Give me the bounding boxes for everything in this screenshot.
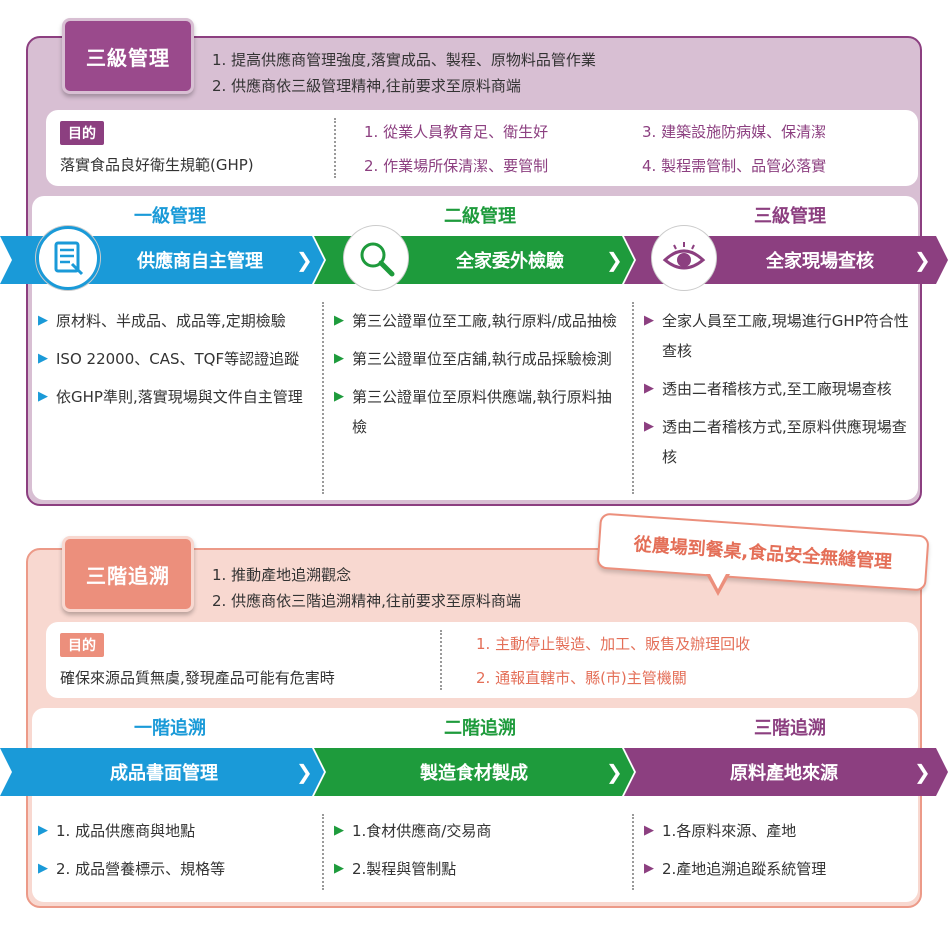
level-bullets: ▶第三公證單位至工廠,執行原料/成品抽檢 ▶第三公證單位至店舖,執行成品採驗檢測… xyxy=(334,306,624,450)
level-title: 二級管理 xyxy=(444,206,516,227)
level-bullets: ▶全家人員至工廠,現場進行GHP符合性查核 ▶透由二者稽核方式,至工廠現場查核 … xyxy=(644,306,914,480)
divider xyxy=(632,814,634,890)
list-item: ▶1.食材供應商/交易商 xyxy=(334,816,624,846)
arrow-bands xyxy=(0,748,948,796)
triangle-bullet-icon: ▶ xyxy=(334,351,344,366)
list-item: ▶全家人員至工廠,現場進行GHP符合性查核 xyxy=(644,306,914,366)
chevron-right-icon: ❯ xyxy=(296,248,313,272)
purpose-tag: 目的 xyxy=(60,633,104,657)
triangle-bullet-icon: ▶ xyxy=(644,313,654,328)
list-item: ▶原材料、半成品、成品等,定期檢驗 xyxy=(38,306,314,336)
chevron-right-icon: ❯ xyxy=(914,248,931,272)
level-title: 三階追溯 xyxy=(754,718,826,739)
triangle-bullet-icon: ▶ xyxy=(38,823,48,838)
level-title: 三級管理 xyxy=(754,206,826,227)
triangle-bullet-icon: ▶ xyxy=(644,823,654,838)
section2-intro: 1. 推動產地追溯觀念 2. 供應商依三階追溯精神,往前要求至原料商端 xyxy=(212,562,632,614)
divider xyxy=(632,302,634,494)
list-item: ▶透由二者稽核方式,至原料供應現場查核 xyxy=(644,412,914,472)
band-label: 供應商自主管理 xyxy=(137,251,263,272)
purpose-item: 3. 建築設施防病媒、保清潔 xyxy=(642,123,827,141)
document-icon xyxy=(36,226,100,290)
level-title: 一階追溯 xyxy=(134,718,206,739)
list-item: ▶第三公證單位至工廠,執行原料/成品抽檢 xyxy=(334,306,624,336)
divider xyxy=(322,814,324,890)
triangle-bullet-icon: ▶ xyxy=(334,389,344,404)
band-label: 全家現場查核 xyxy=(766,251,874,272)
list-item: ▶1. 成品供應商與地點 xyxy=(38,816,314,846)
band-label: 成品書面管理 xyxy=(110,763,218,784)
triangle-bullet-icon: ▶ xyxy=(334,823,344,838)
intro-line: 2. 供應商依三級管理精神,往前要求至原料商端 xyxy=(212,77,521,95)
purpose-tag: 目的 xyxy=(60,121,104,145)
eye-icon xyxy=(652,226,716,290)
chevron-right-icon: ❯ xyxy=(296,760,313,784)
band-green xyxy=(314,748,634,796)
triangle-bullet-icon: ▶ xyxy=(38,389,48,404)
chevron-right-icon: ❯ xyxy=(606,248,623,272)
purpose-item: 1. 從業人員教育足、衛生好 xyxy=(364,123,549,141)
level-bullets: ▶1.食材供應商/交易商 ▶2.製程與管制點 xyxy=(334,816,624,892)
intro-line: 2. 供應商依三階追溯精神,往前要求至原料商端 xyxy=(212,592,521,610)
triangle-bullet-icon: ▶ xyxy=(38,351,48,366)
triangle-bullet-icon: ▶ xyxy=(644,419,654,434)
triangle-bullet-icon: ▶ xyxy=(38,313,48,328)
level-bullets: ▶原材料、半成品、成品等,定期檢驗 ▶ISO 22000、CAS、TQF等認證追… xyxy=(38,306,314,420)
chevron-right-icon: ❯ xyxy=(914,760,931,784)
list-item: ▶透由二者稽核方式,至工廠現場查核 xyxy=(644,374,914,404)
list-item: ▶2.產地追溯追蹤系統管理 xyxy=(644,854,914,884)
section1-intro: 1. 提高供應商管理強度,落實成品、製程、原物料品管作業 2. 供應商依三級管理… xyxy=(212,47,732,99)
levels-panel xyxy=(32,708,918,902)
divider xyxy=(334,118,336,178)
triangle-bullet-icon: ▶ xyxy=(38,861,48,876)
purpose-text: 落實食品良好衛生規範(GHP) xyxy=(60,156,254,174)
level-bullets: ▶1.各原料來源、產地 ▶2.產地追溯追蹤系統管理 xyxy=(644,816,914,892)
triangle-bullet-icon: ▶ xyxy=(644,861,654,876)
list-item: ▶依GHP準則,落實現場與文件自主管理 xyxy=(38,382,314,412)
list-item: ▶第三公證單位至店舖,執行成品採驗檢測 xyxy=(334,344,624,374)
list-item: ▶1.各原料來源、產地 xyxy=(644,816,914,846)
level-title: 二階追溯 xyxy=(444,718,516,739)
level-title: 一級管理 xyxy=(134,206,206,227)
purpose-text: 確保來源品質無虞,發現產品可能有危害時 xyxy=(60,669,335,687)
purpose-item: 4. 製程需管制、品管必落實 xyxy=(642,157,827,175)
band-label: 原料產地來源 xyxy=(730,763,838,784)
intro-line: 1. 推動產地追溯觀念 xyxy=(212,566,352,584)
list-item: ▶ISO 22000、CAS、TQF等認證追蹤 xyxy=(38,344,314,374)
divider xyxy=(440,630,442,690)
purpose-box xyxy=(46,110,918,186)
list-item: ▶第三公證單位至原料供應端,執行原料抽檢 xyxy=(334,382,624,442)
intro-line: 1. 提高供應商管理強度,落實成品、製程、原物料品管作業 xyxy=(212,51,596,69)
band-label: 全家委外檢驗 xyxy=(456,251,564,272)
band-label: 製造食材製成 xyxy=(420,763,528,784)
section-tab-three-level-management: 三級管理 xyxy=(62,18,194,94)
list-item: ▶2.製程與管制點 xyxy=(334,854,624,884)
level-bullets: ▶1. 成品供應商與地點 ▶2. 成品營養標示、規格等 xyxy=(38,816,314,892)
purpose-item: 1. 主動停止製造、加工、販售及辦理回收 xyxy=(476,635,751,653)
triangle-bullet-icon: ▶ xyxy=(334,313,344,328)
chevron-right-icon: ❯ xyxy=(606,760,623,784)
band-purple xyxy=(624,748,948,796)
purpose-item: 2. 作業場所保清潔、要管制 xyxy=(364,157,549,175)
purpose-box xyxy=(46,622,918,698)
list-item: ▶2. 成品營養標示、規格等 xyxy=(38,854,314,884)
triangle-bullet-icon: ▶ xyxy=(334,861,344,876)
purpose-item: 2. 通報直轄市、縣(市)主管機關 xyxy=(476,669,687,687)
band-blue xyxy=(0,748,324,796)
section-tab-three-stage-traceability: 三階追溯 xyxy=(62,536,194,612)
magnifier-icon xyxy=(344,226,408,290)
triangle-bullet-icon: ▶ xyxy=(644,381,654,396)
divider xyxy=(322,302,324,494)
speech-bubble-tail-inner xyxy=(709,572,727,589)
